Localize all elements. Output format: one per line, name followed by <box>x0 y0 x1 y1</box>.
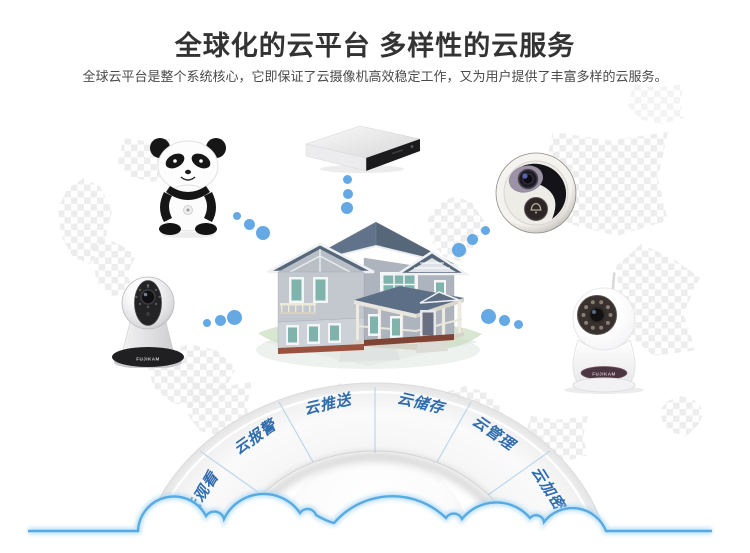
page-subtitle: 全球云平台是整个系统核心，它即保证了云摄像机高效稳定工作，又为用户提供了丰富多样… <box>82 69 668 84</box>
house-balcony <box>280 303 316 314</box>
doorbell-button <box>524 197 548 221</box>
page-title: 全球化的云平台 多样性的云服务 <box>174 31 576 61</box>
dot <box>227 310 242 325</box>
house-structure <box>267 221 471 354</box>
ptz-camera-right-illustration: FUJIKAM <box>564 272 644 394</box>
cloud-outline <box>28 492 712 533</box>
dot <box>343 175 352 184</box>
dot <box>514 320 523 329</box>
arch-dividers <box>199 387 551 496</box>
dot <box>499 315 510 326</box>
ir-leds <box>135 285 161 309</box>
dot <box>244 219 255 230</box>
dot <box>481 226 490 235</box>
camera-lens <box>140 289 156 305</box>
camera-base <box>112 347 184 367</box>
panda-nose <box>185 169 191 175</box>
dot <box>481 309 496 324</box>
dot <box>467 234 478 245</box>
cloud-border <box>28 490 712 553</box>
ir-leds <box>581 300 613 330</box>
house-illustration <box>256 221 482 369</box>
nvr-front-panel <box>366 139 420 171</box>
dot <box>203 319 211 327</box>
camera-brand-label: FUJIKAM <box>136 357 160 362</box>
doorbell-illustration <box>495 152 577 234</box>
dot <box>215 315 226 326</box>
camera-brand-label: FUJIKAM <box>592 372 616 377</box>
dot <box>452 243 466 257</box>
nvr-box-illustration <box>305 125 421 173</box>
bell-icon <box>530 202 542 211</box>
ptz-camera-left-illustration: FUJIKAM <box>112 276 184 368</box>
dot <box>341 202 353 214</box>
dot <box>256 226 270 240</box>
panda-camera-illustration <box>150 138 226 238</box>
dot <box>343 189 353 199</box>
dot <box>233 212 241 220</box>
cloud-fill <box>28 493 712 553</box>
camera-lens <box>588 306 606 324</box>
